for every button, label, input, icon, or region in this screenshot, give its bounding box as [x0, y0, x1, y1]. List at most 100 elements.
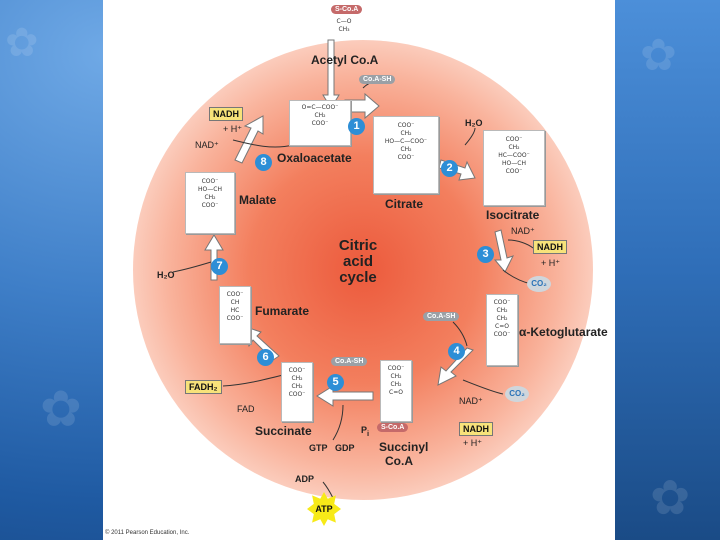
structure-line: COO⁻ [493, 331, 511, 338]
succinyl-structure: COO⁻ CH₂ CH₂ C=O [380, 360, 412, 422]
structure-line: COO⁻ [226, 291, 244, 298]
acetyl-coa-label: Acetyl Co.A [311, 53, 379, 67]
arrow-step-8 [234, 115, 264, 164]
nadh-tag-3: NADH [533, 240, 567, 254]
step-badge-1: 1 [348, 118, 365, 135]
structure-line: COO⁻ [201, 202, 219, 209]
structure-line: CH₃ [338, 26, 350, 33]
malate-structure: COO⁻ HO—CH CH₂ COO⁻ [185, 172, 235, 234]
co2-step-4: CO₂ [505, 386, 529, 402]
step-badge-6: 6 [257, 349, 274, 366]
nad-8: NAD⁺ [195, 140, 219, 150]
succinyl-label-1: Succinyl [379, 440, 429, 454]
structure-line: COO⁻ [493, 299, 511, 306]
coash-acetyl-tag: Co.A-SH [359, 75, 396, 84]
acetyl-structure: C—O CH₃ [329, 18, 359, 34]
structure-line: CH₂ [314, 112, 326, 119]
acetyl-coa-tag: S-Co.A [331, 5, 363, 14]
citrate-label: Citrate [385, 197, 424, 211]
structure-line: COO⁻ [397, 122, 415, 129]
arrow-step-3 [493, 229, 514, 273]
flower-decoration-icon: ✿ [650, 470, 691, 526]
nad-branch-3 [507, 239, 534, 249]
flower-decoration-icon: ✿ [40, 380, 82, 438]
nad-step-4: NAD⁺ [459, 396, 483, 406]
coash-step-4: Co.A-SH [423, 312, 460, 321]
acetyl-arrow [322, 39, 340, 109]
structure-line: HC—COO⁻ [498, 152, 530, 159]
structure-line: CH₂ [204, 194, 216, 201]
ketoglutarate-label: α-Ketoglutarate [519, 325, 608, 339]
step-badge-3: 3 [477, 246, 494, 263]
nadh-tag-4: NADH [459, 422, 493, 436]
h2o-step-2: H₂O [465, 118, 483, 128]
h2o-branch-7 [172, 261, 212, 273]
arrow-step-5 [316, 385, 374, 407]
structure-line: COO⁻ [397, 154, 415, 161]
succinyl-label-2: Co.A [385, 454, 413, 468]
isocitrate-structure: COO⁻ CH₂ HC—COO⁻ HO—CH COO⁻ [483, 130, 545, 206]
structure-line: CH₂ [400, 146, 412, 153]
flower-decoration-icon: ✿ [5, 20, 39, 66]
fad-label: FAD [237, 404, 255, 414]
coash-step-5: Co.A-SH [331, 357, 368, 366]
structure-line: O=C—COO⁻ [301, 104, 339, 111]
diagram-panel: S-Co.A C—O CH₃ Acetyl Co.A Co.A-SH O=C—C… [103, 0, 615, 540]
oxaloacetate-label: Oxaloacetate [277, 151, 352, 165]
structure-line: COO⁻ [288, 367, 306, 374]
adp-label: ADP [295, 474, 315, 484]
co2-branch-4 [462, 379, 504, 395]
structure-line: CH [230, 299, 240, 306]
copyright: © 2011 Pearson Education, Inc. [105, 530, 190, 536]
citrate-structure: COO⁻ CH₂ HO—C—COO⁻ CH₂ COO⁻ [373, 116, 439, 194]
succinate-structure: COO⁻ CH₂ CH₂ COO⁻ [281, 362, 313, 422]
phosphate-p: P [361, 425, 368, 435]
structure-line: COO⁻ [311, 120, 329, 127]
structure-line: CH₂ [291, 375, 303, 382]
phosphate-label: Pi [361, 425, 369, 438]
gtp-label: GTP [309, 443, 328, 453]
atp-burst: ATP [307, 492, 341, 526]
structure-line: CH₂ [390, 381, 402, 388]
nad-branch-8 [232, 139, 294, 148]
h-ion-4: + H⁺ [463, 438, 483, 448]
gdp-label: GDP [335, 443, 355, 453]
structure-line: HC [230, 307, 240, 314]
structure-line: HO—CH [198, 186, 222, 193]
gtp-branch-5 [332, 404, 344, 441]
structure-line: COO⁻ [288, 391, 306, 398]
ketoglutarate-structure: COO⁻ CH₂ CH₂ C=O COO⁻ [486, 294, 518, 366]
structure-line: CH₂ [400, 130, 412, 137]
arrow-step-7 [204, 234, 224, 281]
step-badge-4: 4 [448, 343, 465, 360]
h-ion-8: + H⁺ [223, 124, 243, 134]
coash-branch-4 [452, 321, 468, 347]
malate-label: Malate [239, 193, 277, 207]
isocitrate-label: Isocitrate [486, 208, 540, 222]
fadh2-tag: FADH₂ [185, 380, 222, 394]
structure-line: COO⁻ [226, 315, 244, 322]
co2-step-3: CO₂ [527, 276, 551, 292]
step-badge-7: 7 [211, 258, 228, 275]
fumarate-label: Fumarate [255, 304, 310, 318]
title-line: Citric [338, 237, 378, 254]
nadh-tag-8: NADH [209, 107, 243, 121]
cycle-title: Citric acid cycle [333, 238, 383, 286]
step-badge-5: 5 [327, 374, 344, 391]
structure-line: COO⁻ [201, 178, 219, 185]
structure-line: CH₂ [291, 383, 303, 390]
structure-line: COO⁻ [505, 136, 523, 143]
h2o-branch-2 [464, 127, 476, 146]
title-line: acid [342, 253, 373, 270]
right-background-strip [615, 0, 720, 540]
phosphate-sub: i [367, 428, 370, 438]
structure-line: C—O [336, 18, 352, 25]
succinate-label: Succinate [255, 424, 312, 438]
structure-line: CH₂ [390, 373, 402, 380]
title-line: cycle [339, 269, 377, 286]
structure-line: CH₂ [496, 315, 508, 322]
h-ion-3: + H⁺ [541, 258, 561, 268]
structure-line: CH₂ [496, 307, 508, 314]
structure-line: COO⁻ [505, 168, 523, 175]
structure-line: CH₂ [508, 144, 520, 151]
